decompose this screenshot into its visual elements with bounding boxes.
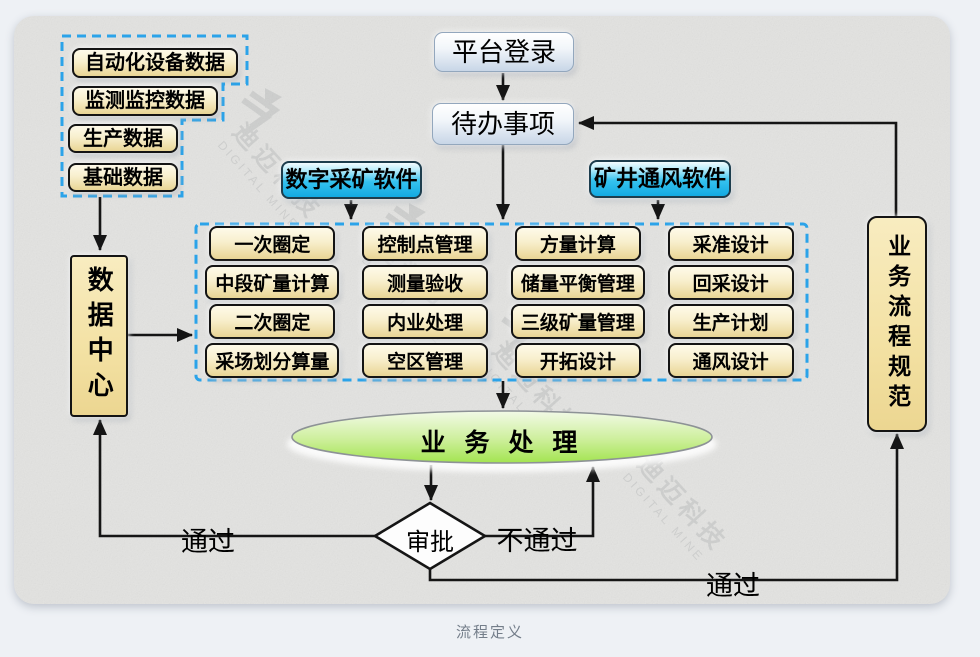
page-caption: 流程定义: [455, 624, 524, 641]
noise-texture: [14, 16, 950, 604]
diagram-card: [14, 16, 950, 604]
